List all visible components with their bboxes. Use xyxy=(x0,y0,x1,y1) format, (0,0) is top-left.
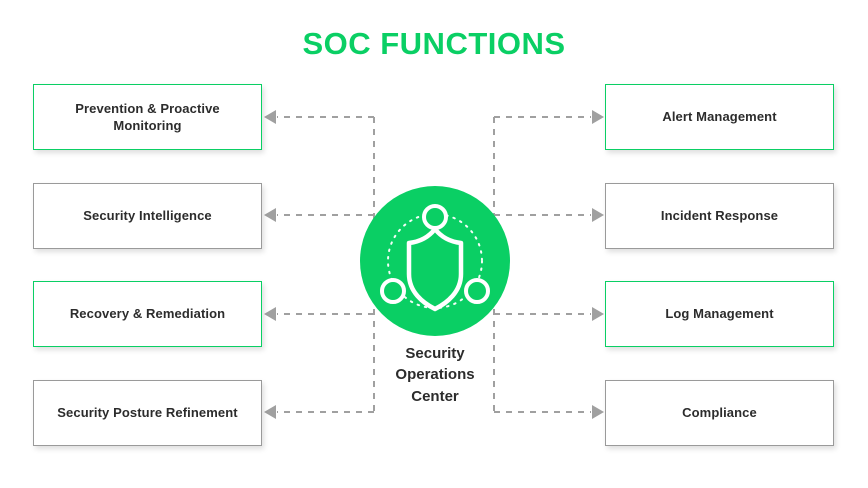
arrow-right-4 xyxy=(592,405,604,419)
hub-label-line-3: Center xyxy=(411,387,459,405)
node-top xyxy=(422,204,448,230)
function-box-label: Compliance xyxy=(682,405,757,421)
hub-label: Security Operations Center xyxy=(355,343,515,407)
node-bottom-left xyxy=(380,278,406,304)
function-box-label: Incident Response xyxy=(660,208,779,224)
arrow-left-2 xyxy=(264,208,276,222)
function-box-security-posture-refinement[interactable]: Security Posture Refinement xyxy=(33,380,262,446)
function-box-prevention-proactive-monitoring[interactable]: Prevention & Proactive Monitoring xyxy=(33,84,262,150)
arrow-left-3 xyxy=(264,307,276,321)
function-box-label: Log Management xyxy=(665,306,774,322)
function-box-label: Security Posture Refinement xyxy=(57,405,238,421)
arrow-right-3 xyxy=(592,307,604,321)
function-box-label: Recovery & Remediation xyxy=(69,306,226,322)
function-box-log-management[interactable]: Log Management xyxy=(605,281,834,347)
function-box-compliance[interactable]: Compliance xyxy=(605,380,834,446)
function-box-incident-response[interactable]: Incident Response xyxy=(605,183,834,249)
function-box-label: Prevention & Proactive Monitoring xyxy=(75,100,220,133)
function-box-alert-management[interactable]: Alert Management xyxy=(605,84,834,150)
function-box-security-intelligence[interactable]: Security Intelligence xyxy=(33,183,262,249)
page-title: SOC FUNCTIONS xyxy=(302,26,566,61)
security-operations-center-hub[interactable] xyxy=(360,186,510,336)
function-box-label: Alert Management xyxy=(662,109,777,125)
dotted-ring xyxy=(387,213,483,309)
arrow-left-1 xyxy=(264,110,276,124)
arrow-right-2 xyxy=(592,208,604,222)
function-box-recovery-remediation[interactable]: Recovery & Remediation xyxy=(33,281,262,347)
node-bottom-right xyxy=(464,278,490,304)
arrow-right-1 xyxy=(592,110,604,124)
shield-outline xyxy=(406,226,464,312)
function-box-label: Security Intelligence xyxy=(83,208,212,224)
hub-label-line-2: Operations xyxy=(395,366,475,384)
shield-network-icon xyxy=(380,204,490,312)
arrow-left-4 xyxy=(264,405,276,419)
hub-label-line-1: Security xyxy=(405,345,465,362)
